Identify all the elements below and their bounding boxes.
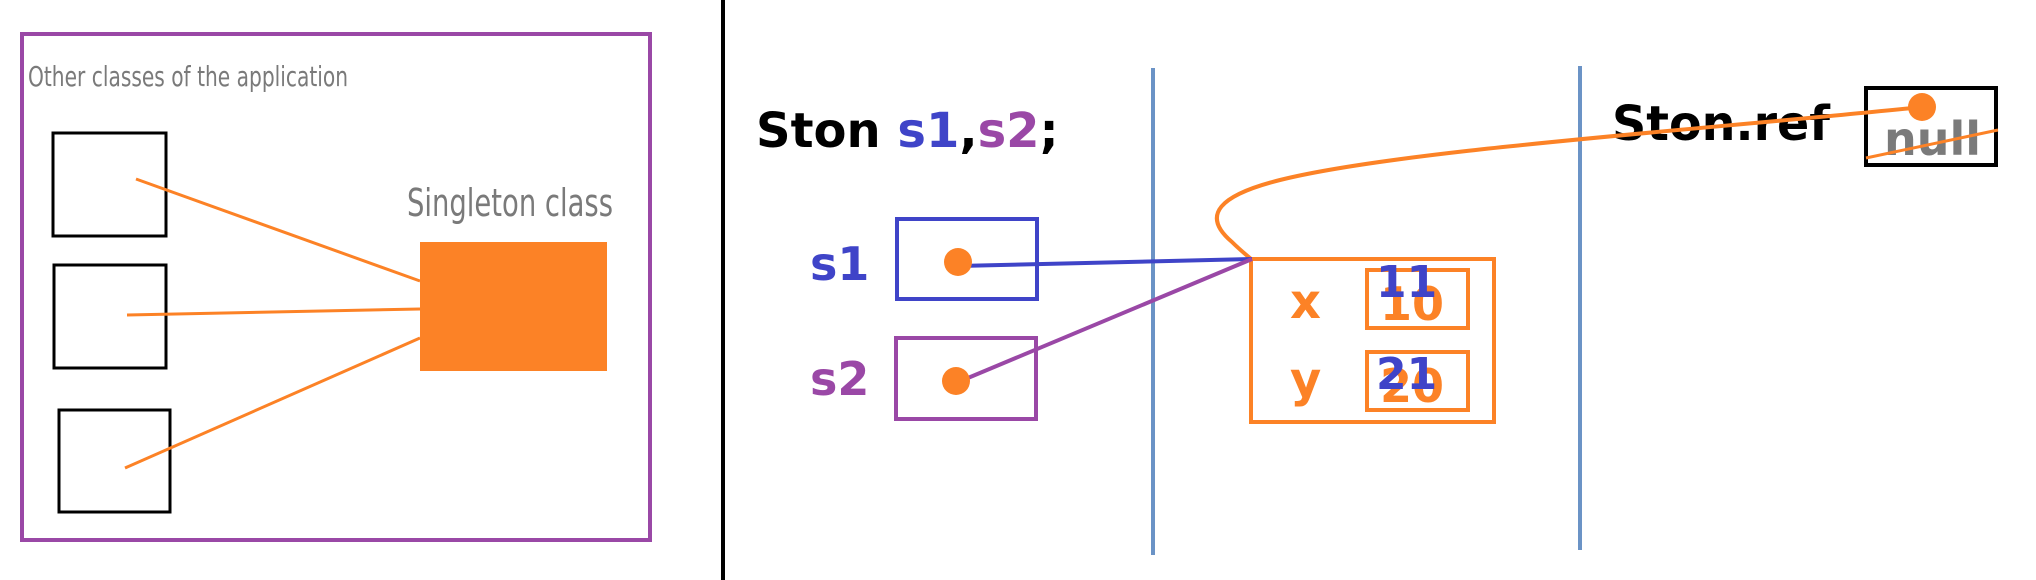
s2-dot [942, 367, 970, 395]
declaration-semicolon: ; [1040, 103, 1059, 159]
s1-pointer [957, 257, 1253, 268]
field-y-old-value: 20 [1380, 359, 1444, 413]
application-frame [20, 32, 652, 542]
s2-label: s2 [810, 352, 869, 406]
s1-label: s1 [810, 237, 869, 291]
other-class-box-3 [57, 408, 172, 514]
heap-object-box [1249, 257, 1496, 424]
static-ref-label: Ston.ref [1612, 96, 1831, 152]
link-line-3 [124, 336, 421, 470]
declaration-comma: , [959, 103, 977, 159]
declaration-var-s1: s1 [897, 103, 959, 159]
static-ref-null: null [1884, 112, 1981, 166]
field-x-label: x [1290, 274, 1321, 330]
declaration-type: Ston [756, 103, 897, 159]
field-x-new-value: 11 [1376, 257, 1437, 308]
static-ref-pointer [1214, 105, 1923, 261]
null-strike-line [1865, 128, 1999, 160]
s2-pointer [955, 257, 1253, 385]
application-caption: Other classes of the application [28, 60, 348, 93]
s1-dot [944, 248, 972, 276]
singleton-class-box [420, 242, 607, 371]
link-line-2 [126, 307, 421, 317]
singleton-class-label: Singleton class [407, 181, 613, 225]
field-x-value-box [1365, 268, 1470, 330]
field-y-new-value: 21 [1376, 349, 1437, 400]
field-x-old-value: 10 [1380, 277, 1444, 331]
field-y-value-box [1365, 350, 1470, 412]
s2-box [894, 336, 1038, 421]
link-line-1 [135, 177, 421, 283]
static-ref-box [1864, 86, 1998, 167]
declaration-var-s2: s2 [978, 103, 1040, 159]
declaration-text: Ston s1,s2; [756, 103, 1059, 159]
other-class-box-1 [51, 131, 168, 238]
field-y-label: y [1290, 352, 1321, 408]
other-class-box-2 [52, 263, 168, 370]
s1-box [895, 217, 1039, 301]
